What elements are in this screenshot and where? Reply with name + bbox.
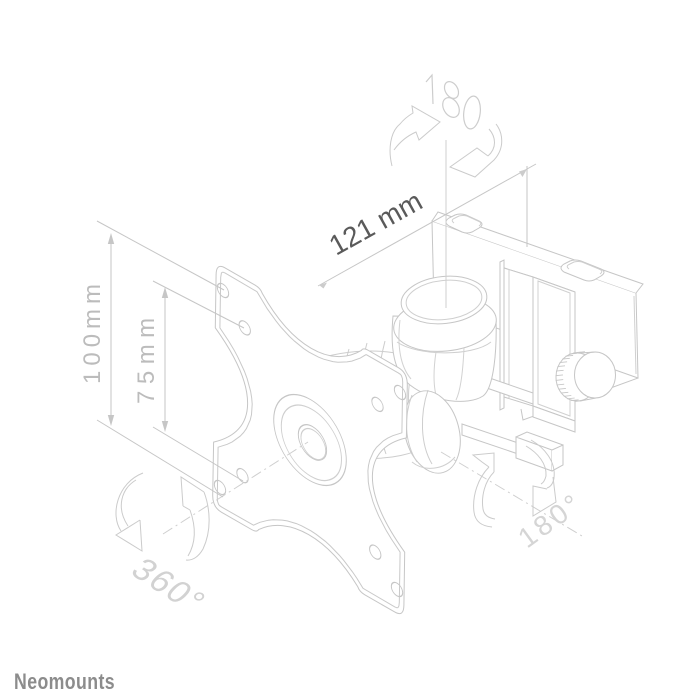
svg-text:75mm: 75mm (133, 311, 160, 404)
svg-text:100mm: 100mm (79, 279, 106, 384)
svg-text:Neomounts: Neomounts (14, 669, 115, 694)
